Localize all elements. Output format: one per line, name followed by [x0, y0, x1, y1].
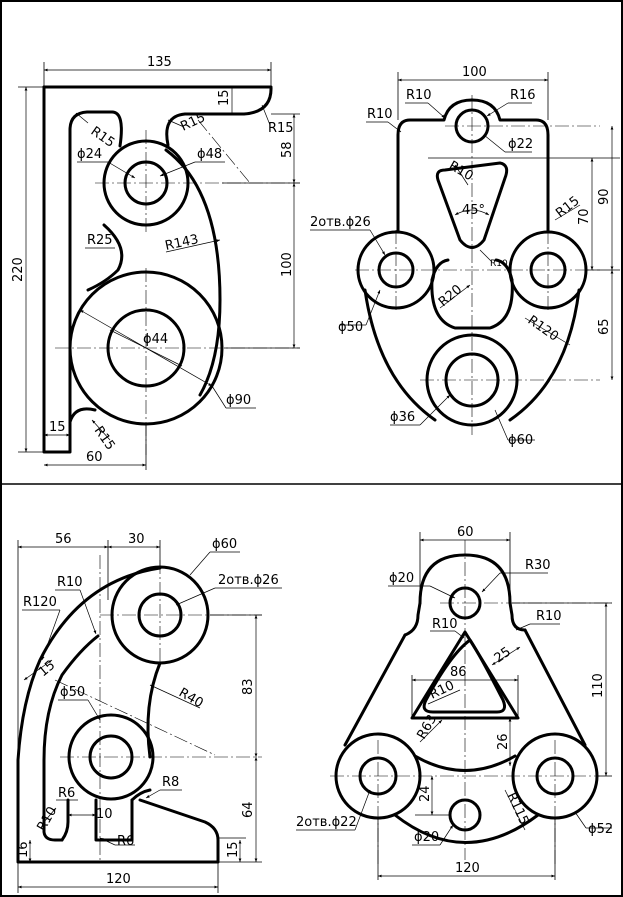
d2-dim-holes: 2отв.ϕ26: [310, 215, 371, 230]
d3-dim-r10-b: R10: [34, 804, 60, 834]
d1-dim-15-top: 15: [217, 89, 232, 106]
d4-dim-r10-b: R10: [432, 617, 458, 632]
d2-dim-r16: R16: [510, 88, 536, 103]
drawing-3: 56 30 ϕ60 2отв.ϕ26 R10 R120 15 R40 83 64…: [16, 532, 282, 893]
d4-dim-phi52: ϕ52: [588, 822, 613, 837]
d3-dim-r8: R8: [162, 775, 179, 790]
d1-dim-r15-bot: R15: [91, 424, 118, 454]
d4-dim-60: 60: [457, 525, 474, 540]
d4-dim-120: 120: [455, 861, 480, 876]
drawing-1: 135 15 R15 58 100 220 R15 R15 ϕ24 ϕ48 R2…: [11, 55, 300, 470]
d3-dim-phi50: ϕ50: [60, 685, 85, 700]
d1-dim-phi90: ϕ90: [226, 393, 251, 408]
d2-dim-phi50: ϕ50: [338, 320, 363, 335]
d4-dim-26: 26: [496, 733, 511, 750]
d2-dim-65: 65: [597, 318, 612, 335]
d2-dim-phi60: ϕ60: [508, 433, 533, 448]
d4-dim-phi20-a: ϕ20: [389, 571, 414, 586]
d2-dim-70: 70: [577, 208, 592, 225]
d4-dim-phi20-b: ϕ20: [414, 830, 439, 845]
drawing-2: 100 R10 R16 R10 ϕ22 R10 90 70 65 R15 45°…: [310, 65, 620, 448]
d4-dim-r10-a: R10: [536, 609, 562, 624]
d2-dim-phi36: ϕ36: [390, 410, 415, 425]
d3-dim-holes: 2отв.ϕ26: [218, 573, 279, 588]
d3-dim-120: 120: [106, 872, 131, 887]
d2-dim-100: 100: [462, 65, 487, 80]
d1-dim-135: 135: [147, 55, 172, 70]
d2-dim-r10-c: R10: [446, 158, 476, 184]
drawing-4: 60 ϕ20 R30 R10 R10 86 25 R10 110 R63 26 …: [296, 525, 613, 880]
d1-dim-phi44: ϕ44: [143, 332, 168, 347]
d4-dim-24: 24: [418, 785, 433, 802]
d2-dim-r10-a: R10: [406, 88, 432, 103]
d1-dim-r15-right: R15: [268, 121, 294, 136]
d4-dim-r30: R30: [525, 558, 551, 573]
d3-dim-16: 16: [16, 841, 31, 858]
d4-dim-110: 110: [591, 673, 606, 698]
d1-dim-15-bot: 15: [49, 420, 66, 435]
d1-dim-220: 220: [11, 257, 26, 282]
d1-dim-100: 100: [280, 252, 295, 277]
d4-dim-86: 86: [450, 665, 467, 680]
d2-dim-r10-d: R10: [490, 259, 508, 269]
d3-dim-r10-a: R10: [57, 575, 83, 590]
d2-dim-phi22: ϕ22: [508, 137, 533, 152]
d1-dim-r143: R143: [164, 232, 200, 254]
d3-dim-30: 30: [128, 532, 145, 547]
d3-dim-56: 56: [55, 532, 72, 547]
d3-dim-64: 64: [241, 801, 256, 818]
d4-dim-r10-c: R10: [427, 678, 457, 702]
d3-dim-83: 83: [241, 678, 256, 695]
d1-dim-58: 58: [280, 141, 295, 158]
d1-dim-60: 60: [86, 450, 103, 465]
d4-dim-holes: 2отв.ϕ22: [296, 815, 357, 830]
d1-dim-r25: R25: [87, 233, 113, 248]
d3-dim-phi60: ϕ60: [212, 537, 237, 552]
d1-dim-phi48: ϕ48: [197, 147, 222, 162]
d3-dim-r40: R40: [176, 685, 206, 711]
d3-dim-15-b: 15: [226, 841, 241, 858]
d3-dim-r120: R120: [23, 595, 57, 610]
d2-dim-r20: R20: [436, 282, 465, 310]
d3-dim-r6-a: R6: [58, 786, 75, 801]
d2-dim-r10-b: R10: [367, 107, 393, 122]
d3-dim-r6-b: R6: [117, 834, 134, 849]
d3-dim-10: 10: [96, 807, 113, 822]
d2-dim-45deg: 45°: [462, 203, 485, 218]
d2-dim-r120: R120: [525, 313, 561, 345]
d2-dim-90: 90: [597, 188, 612, 205]
d1-dim-phi24: ϕ24: [77, 147, 102, 162]
